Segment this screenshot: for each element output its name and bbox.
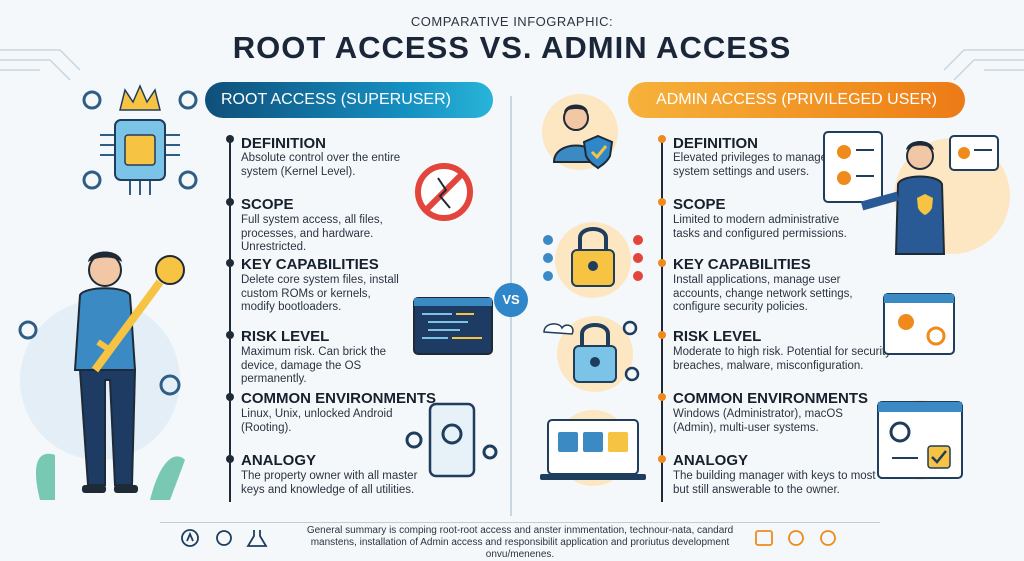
root-capabilities-title: KEY CAPABILITIES	[241, 256, 379, 273]
gear-icon	[82, 90, 198, 190]
admin-dot	[658, 259, 666, 267]
admin-environments-text: Windows (Administrator), macOS (Admin), …	[673, 408, 843, 434]
gear-icon	[405, 423, 498, 460]
root-dot	[226, 198, 234, 206]
person-icon	[73, 251, 138, 493]
root-dot	[226, 135, 234, 143]
root-risk-text: Maximum risk. Can brick the device, dama…	[241, 346, 387, 385]
admin-timeline-line	[661, 142, 663, 502]
root-dot	[226, 455, 234, 463]
admin-analogy-text: The building manager with keys to most d…	[673, 470, 908, 496]
decorative-lines-right	[943, 49, 1024, 81]
root-capabilities-text: Delete core system files, install custom…	[241, 274, 399, 313]
gear-icon	[622, 320, 640, 382]
admin-definition-text: Elevated privileges to manage system set…	[673, 152, 828, 178]
admin-officer-illustration	[823, 131, 1010, 255]
admin-definition-title: DEFINITION	[673, 135, 758, 152]
admin-risk-text: Moderate to high risk. Potential for sec…	[673, 346, 891, 372]
root-dot	[226, 259, 234, 267]
admin-environments-title: COMMON ENVIRONMENTS	[673, 390, 868, 407]
root-risk-title: RISK LEVEL	[241, 328, 330, 345]
chip-crown-illustration	[82, 84, 198, 195]
root-environments-text: Linux, Unix, unlocked Android (Rooting).	[241, 408, 393, 434]
gear-icon	[926, 326, 946, 346]
root-dot	[226, 331, 234, 339]
dollar-gear-icon	[216, 530, 232, 546]
admin-dot	[658, 331, 666, 339]
footer-icons-left	[181, 529, 268, 547]
no-entry-icon	[415, 163, 473, 221]
gear-icon	[889, 421, 911, 443]
admin-avatar-illustration	[542, 94, 618, 170]
padlock-icon	[573, 323, 617, 383]
vs-badge: VS	[494, 283, 528, 317]
admin-dot	[658, 455, 666, 463]
admin-access-banner: ADMIN ACCESS (PRIVILEGED USER)	[628, 82, 965, 118]
admin-dot	[658, 135, 666, 143]
admin-scope-text: Limited to modern administrative tasks a…	[673, 214, 847, 240]
infographic-subtitle: COMPARATIVE INFOGRAPHIC:	[410, 14, 614, 29]
compass-icon	[181, 529, 199, 547]
root-access-banner: ROOT ACCESS (SUPERUSER)	[205, 82, 493, 118]
padlock-icon	[571, 227, 615, 287]
shield-icon	[582, 134, 614, 170]
root-analogy-text: The property owner with all master keys …	[241, 470, 418, 496]
profile-card-icon	[823, 131, 883, 203]
checklist-icon	[543, 235, 643, 281]
briefcase-icon	[755, 530, 773, 546]
root-definition-title: DEFINITION	[241, 135, 326, 152]
laptop-icon	[540, 410, 646, 486]
root-environments-title: COMMON ENVIRONMENTS	[241, 390, 436, 407]
admin-capabilities-text: Install applications, manage user accoun…	[673, 274, 853, 313]
admin-analogy-title: ANALOGY	[673, 452, 748, 469]
admin-capabilities-title: KEY CAPABILITIES	[673, 256, 811, 273]
key-icon	[91, 255, 185, 373]
footer-icons-right	[755, 530, 836, 546]
settings-window-icon	[877, 400, 963, 480]
crown-icon	[119, 84, 161, 111]
coin-icon	[820, 530, 836, 546]
tablet-icon	[405, 402, 498, 478]
root-definition-text: Absolute control over the entire system …	[241, 152, 401, 178]
footer-summary: General summary is comping root-root acc…	[306, 525, 734, 560]
admin-scope-title: SCOPE	[673, 196, 726, 213]
chat-icon	[949, 135, 999, 171]
gear-icon	[18, 320, 181, 396]
admin-risk-title: RISK LEVEL	[673, 328, 762, 345]
admin-dot	[658, 393, 666, 401]
person-with-key-illustration	[18, 251, 185, 500]
admin-dot	[658, 198, 666, 206]
padlock-cloud-illustration	[543, 316, 640, 392]
root-scope-text: Full system access, all files, processes…	[241, 214, 383, 253]
root-analogy-title: ANALOGY	[241, 452, 316, 469]
decorative-lines-left	[0, 49, 81, 81]
profile-settings-window-icon	[883, 293, 955, 355]
footer-divider	[160, 522, 880, 523]
cloud-icon	[543, 323, 574, 335]
badge-icon	[917, 194, 933, 215]
flask-icon	[246, 530, 268, 547]
root-dot	[226, 393, 234, 401]
infographic-title: ROOT ACCESS VS. ADMIN ACCESS	[232, 30, 792, 65]
code-window-icon	[413, 297, 493, 355]
root-scope-title: SCOPE	[241, 196, 294, 213]
padlock-checklist-illustration	[543, 222, 643, 298]
gear-icon	[788, 530, 804, 546]
root-timeline-line	[229, 142, 231, 502]
person-icon	[860, 141, 946, 255]
